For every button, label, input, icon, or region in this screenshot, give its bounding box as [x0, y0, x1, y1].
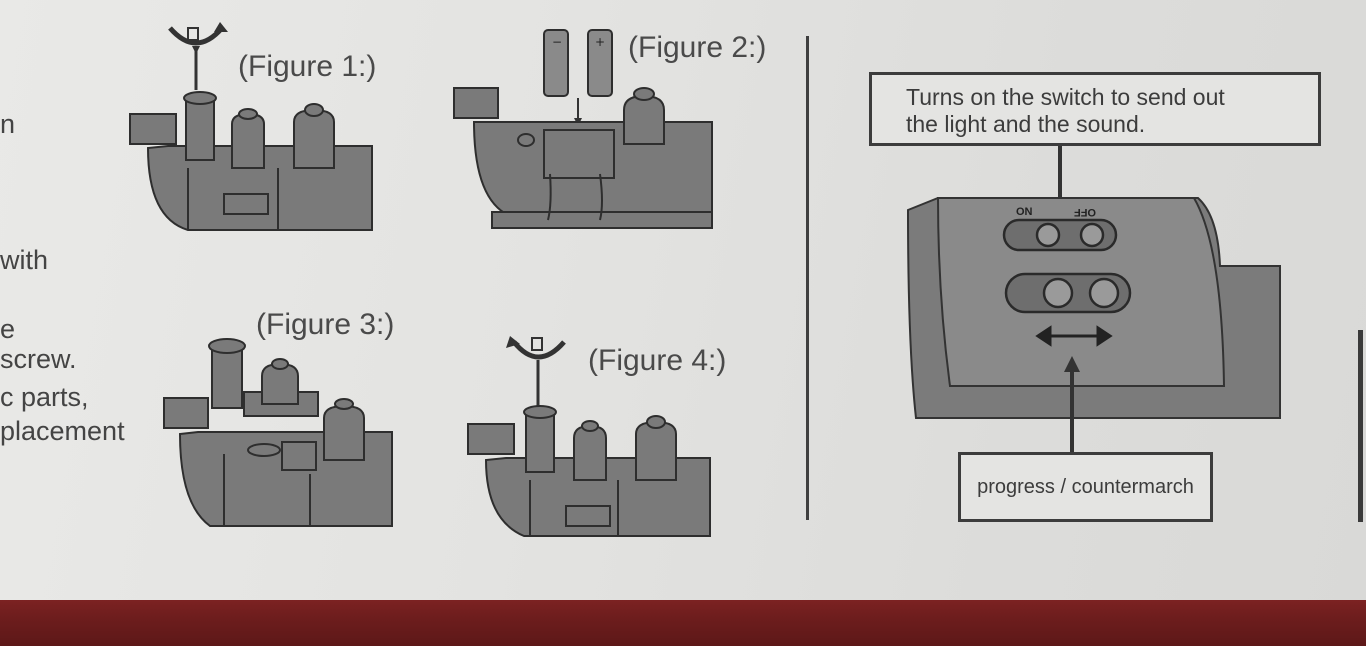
rotate-arrow-icon	[168, 26, 224, 46]
arrow-head-icon	[506, 336, 520, 348]
arrow-up-icon	[1064, 356, 1080, 372]
callout-line-2: the light and the sound.	[906, 111, 1146, 137]
arrow-head-icon	[214, 22, 228, 32]
figure-1-label: (Figure 1:)	[238, 50, 377, 83]
left-text-fragment-1: n	[0, 109, 16, 139]
direction-switch	[1004, 272, 1132, 314]
left-text-fragment-6: placement	[0, 416, 125, 446]
figure-1-locomotive-illustration	[129, 22, 373, 231]
left-text-fragment-3: e	[0, 314, 16, 344]
switch-on-label: ON	[1016, 206, 1033, 218]
figure-4-label: (Figure 4:)	[588, 344, 727, 377]
callout-bottom-text: progress / countermarch	[977, 475, 1194, 498]
left-text-fragment-5: c parts,	[0, 382, 89, 412]
callout-line-1: Turns on the switch to send out	[906, 84, 1225, 110]
figure-3-locomotive-illustration	[163, 338, 393, 527]
switch-off-label: OFF	[1074, 206, 1096, 218]
left-text-fragment-4: screw.	[0, 344, 77, 374]
screwdriver-tip-icon	[187, 27, 199, 41]
battery-icon	[543, 29, 613, 97]
on-off-switch	[1002, 218, 1118, 252]
figure-3-label: (Figure 3:)	[256, 308, 395, 341]
figure-4-locomotive-illustration	[467, 336, 711, 537]
switch-callout-top: Turns on the switch to send out the ligh…	[869, 72, 1321, 146]
svg-text:−: −	[552, 35, 562, 49]
screwdriver-tip-icon	[531, 337, 543, 351]
sheet-edge	[0, 600, 1366, 646]
left-text-fragment-2: with	[0, 245, 49, 275]
switch-housing-illustration	[906, 146, 1281, 452]
figure-2-locomotive-illustration: − +	[453, 29, 713, 229]
svg-text:+: +	[595, 35, 605, 49]
right-edge-divider	[1358, 330, 1363, 522]
figure-2-label: (Figure 2:)	[628, 31, 767, 64]
section-divider	[806, 36, 809, 520]
double-arrow-icon	[1035, 325, 1113, 347]
rotate-arrow-icon	[512, 340, 566, 360]
switch-callout-bottom: progress / countermarch	[958, 452, 1213, 522]
